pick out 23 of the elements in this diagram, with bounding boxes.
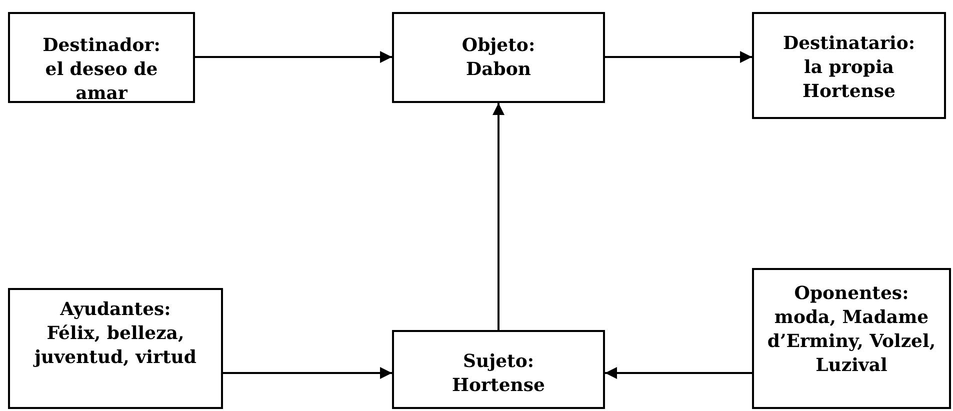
actant-heading: Objeto:	[462, 34, 536, 58]
actant-box	[392, 330, 605, 409]
arrow	[492, 103, 504, 330]
actant-heading: Sujeto:	[462, 350, 534, 374]
actant-text: la propia Hortense	[802, 56, 896, 104]
actant-text: el deseo de amar	[44, 58, 159, 106]
actant-box	[392, 12, 605, 103]
actant-box	[8, 12, 195, 103]
actant-heading: Destinatario:	[782, 32, 916, 56]
actant-text: Félix, belleza, juventud, virtud	[32, 322, 198, 370]
arrow	[605, 367, 752, 379]
arrow	[605, 51, 752, 63]
actant-box	[8, 288, 223, 409]
actant-box	[752, 268, 951, 409]
actant-heading: Oponentes:	[794, 282, 909, 306]
actant-heading: Ayudantes:	[60, 298, 171, 322]
actant-heading: Destinador:	[42, 34, 160, 58]
actant-text: Hortense	[452, 374, 545, 398]
actant-box	[752, 12, 946, 119]
actant-text: moda, Madame d’Erminy, Volzel, Luzival	[766, 306, 937, 378]
arrow	[223, 367, 392, 379]
actant-text: Dabon	[466, 58, 531, 82]
arrow	[195, 51, 392, 63]
